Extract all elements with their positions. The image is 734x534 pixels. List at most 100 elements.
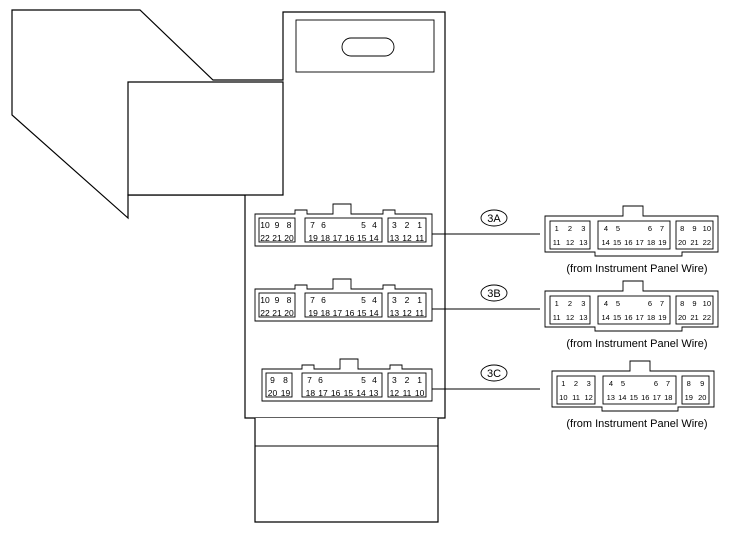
pin-label: 13 xyxy=(390,308,400,318)
pin-label: 1 xyxy=(555,299,559,308)
pin-label: 4 xyxy=(372,375,377,385)
pin-label: 19 xyxy=(658,313,666,322)
plug-right-cavity xyxy=(681,375,710,405)
pin-label: 19 xyxy=(685,393,693,402)
body-left-cavity xyxy=(265,372,293,398)
pin-label: 16 xyxy=(624,313,632,322)
pin-label: 7 xyxy=(310,295,315,305)
pin-label: 7 xyxy=(660,224,664,233)
pin-label: 8 xyxy=(283,375,288,385)
plug-left-cavity xyxy=(549,220,591,250)
pin-label: 2 xyxy=(568,299,572,308)
pin-label: 15 xyxy=(357,308,367,318)
pin-label: 15 xyxy=(613,238,621,247)
pin-label: 17 xyxy=(333,308,343,318)
pin-label: 9 xyxy=(275,295,280,305)
pin-label: 3 xyxy=(392,295,397,305)
pin-label: 13 xyxy=(579,238,587,247)
plug-mid-cavity xyxy=(602,375,677,405)
pin-label: 10 xyxy=(559,393,567,402)
pin-label: 7 xyxy=(307,375,312,385)
pin-label: 13 xyxy=(390,233,400,243)
pin-label: 8 xyxy=(680,224,684,233)
pin-label: 6 xyxy=(648,224,652,233)
pin-label: 17 xyxy=(333,233,343,243)
pin-label: 5 xyxy=(361,295,366,305)
pin-label: 8 xyxy=(287,220,292,230)
pin-label: 2 xyxy=(574,379,578,388)
body-mid-cavity xyxy=(301,372,383,398)
pin-label: 9 xyxy=(692,224,696,233)
pin-label: 5 xyxy=(616,224,620,233)
pin-label: 5 xyxy=(361,375,366,385)
pin-label: 7 xyxy=(310,220,315,230)
connector-caption: (from Instrument Panel Wire) xyxy=(566,263,707,275)
body-left-cavity xyxy=(258,292,296,318)
plug-left-cavity xyxy=(549,295,591,325)
pin-label: 12 xyxy=(584,393,592,402)
pin-label: 9 xyxy=(700,379,704,388)
pin-label: 1 xyxy=(561,379,565,388)
pin-label: 16 xyxy=(624,238,632,247)
pin-label: 6 xyxy=(318,375,323,385)
pin-label: 5 xyxy=(361,220,366,230)
pin-label: 4 xyxy=(609,379,613,388)
body-mid-cavity xyxy=(304,217,383,243)
pin-label: 17 xyxy=(318,388,328,398)
pin-label: 3 xyxy=(392,375,397,385)
plug-left-cavity xyxy=(556,375,596,405)
connector-code: 3A xyxy=(487,213,501,225)
pin-label: 16 xyxy=(331,388,341,398)
pin-label: 20 xyxy=(678,313,686,322)
pin-label: 15 xyxy=(613,313,621,322)
body-mid-cavity xyxy=(304,292,383,318)
pin-label: 22 xyxy=(260,308,270,318)
pin-label: 9 xyxy=(275,220,280,230)
connector-code-circle xyxy=(480,209,508,227)
pin-label: 11 xyxy=(572,393,580,402)
pin-label: 9 xyxy=(692,299,696,308)
pin-label: 3 xyxy=(392,220,397,230)
pin-label: 20 xyxy=(268,388,278,398)
pin-label: 16 xyxy=(641,393,649,402)
pin-label: 11 xyxy=(403,388,412,398)
pin-label: 2 xyxy=(405,220,410,230)
pin-label: 21 xyxy=(272,233,282,243)
pin-label: 11 xyxy=(415,308,424,318)
connector-code-circle xyxy=(480,284,508,302)
pin-label: 17 xyxy=(635,313,643,322)
pin-label: 15 xyxy=(357,233,367,243)
pin-label: 19 xyxy=(658,238,666,247)
pin-label: 15 xyxy=(630,393,638,402)
pin-label: 13 xyxy=(369,388,379,398)
plug-mid-cavity xyxy=(597,295,671,325)
pin-label: 12 xyxy=(566,238,574,247)
pin-label: 20 xyxy=(284,233,294,243)
body-left-cavity xyxy=(258,217,296,243)
pin-label: 19 xyxy=(308,233,318,243)
pin-label: 20 xyxy=(698,393,706,402)
pin-label: 8 xyxy=(287,295,292,305)
pin-label: 18 xyxy=(647,238,655,247)
block-top-slot xyxy=(341,37,395,57)
pin-label: 4 xyxy=(604,224,608,233)
pin-label: 16 xyxy=(345,233,355,243)
pin-label: 18 xyxy=(647,313,655,322)
pin-label: 6 xyxy=(648,299,652,308)
pin-label: 1 xyxy=(417,295,422,305)
pin-label: 21 xyxy=(690,313,698,322)
pin-label: 19 xyxy=(308,308,318,318)
pin-label: 11 xyxy=(553,238,561,247)
pin-label: 11 xyxy=(553,313,561,322)
pin-label: 10 xyxy=(703,224,711,233)
pin-label: 7 xyxy=(666,379,670,388)
pin-label: 12 xyxy=(390,388,400,398)
pin-label: 3 xyxy=(581,224,585,233)
pin-label: 5 xyxy=(621,379,625,388)
pin-label: 22 xyxy=(260,233,270,243)
pin-label: 2 xyxy=(405,295,410,305)
pin-label: 14 xyxy=(601,238,609,247)
